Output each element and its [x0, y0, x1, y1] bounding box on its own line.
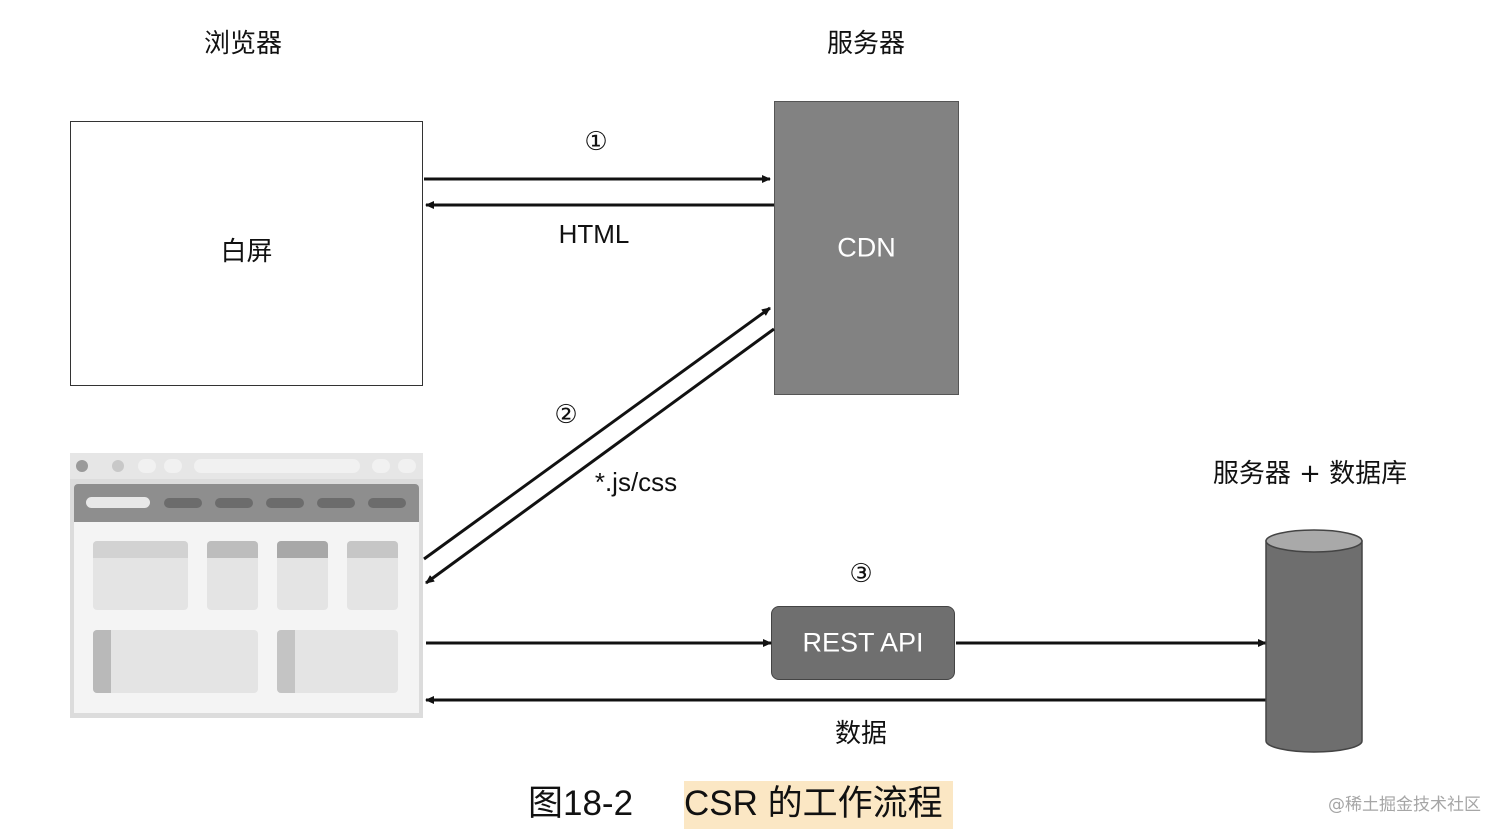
asset-request-arrow — [423, 306, 771, 561]
mockup-nav-bar — [74, 484, 419, 522]
nav-menu-pill — [164, 498, 202, 508]
watermark-text: @稀土掘金技术社区 — [1328, 795, 1481, 815]
rest-api-box: REST API — [771, 606, 955, 680]
html-label: HTML — [558, 219, 630, 249]
server-db-heading: 服务器 + 数据库 — [1212, 459, 1408, 489]
step2-marker: ② — [554, 400, 578, 430]
content-card — [277, 541, 328, 610]
mockup-title-bar — [70, 453, 423, 479]
caption-highlight — [684, 781, 953, 829]
mockup-content — [74, 522, 419, 713]
nav-forward-icon — [164, 459, 182, 473]
white-screen-label: 白屏 — [220, 237, 273, 267]
cdn-label: CDN — [837, 232, 896, 263]
browser-heading: 浏览器 — [203, 29, 283, 59]
server-heading: 服务器 — [826, 29, 906, 59]
white-screen-box: 白屏 — [70, 121, 423, 386]
content-card — [93, 541, 188, 610]
nav-menu-pill — [215, 498, 253, 508]
nav-menu-pill — [368, 498, 406, 508]
figure-number: 图18-2 — [528, 784, 634, 823]
toolbar-icon — [398, 459, 416, 473]
database-cylinder-icon — [1265, 529, 1363, 753]
step1-marker: ① — [584, 127, 608, 157]
data-label: 数据 — [834, 719, 888, 749]
nav-logo-pill — [86, 497, 150, 508]
nav-back-icon — [138, 459, 156, 473]
nav-menu-pill — [266, 498, 304, 508]
nav-menu-pill — [317, 498, 355, 508]
rest-api-label: REST API — [802, 627, 924, 658]
js-css-label: *.js/css — [594, 467, 678, 497]
window-dot-icon — [76, 460, 88, 472]
content-card — [347, 541, 398, 610]
step3-marker: ③ — [849, 559, 873, 589]
cdn-box: CDN — [774, 101, 959, 395]
toolbar-icon — [372, 459, 390, 473]
asset-response-arrow — [425, 327, 775, 585]
content-card — [207, 541, 258, 610]
content-panel — [93, 630, 258, 693]
content-panel — [277, 630, 398, 693]
address-bar — [194, 459, 360, 473]
window-dot-icon — [112, 460, 124, 472]
rendered-page-mockup — [70, 453, 423, 718]
figure-title: CSR 的工作流程 — [684, 784, 943, 823]
